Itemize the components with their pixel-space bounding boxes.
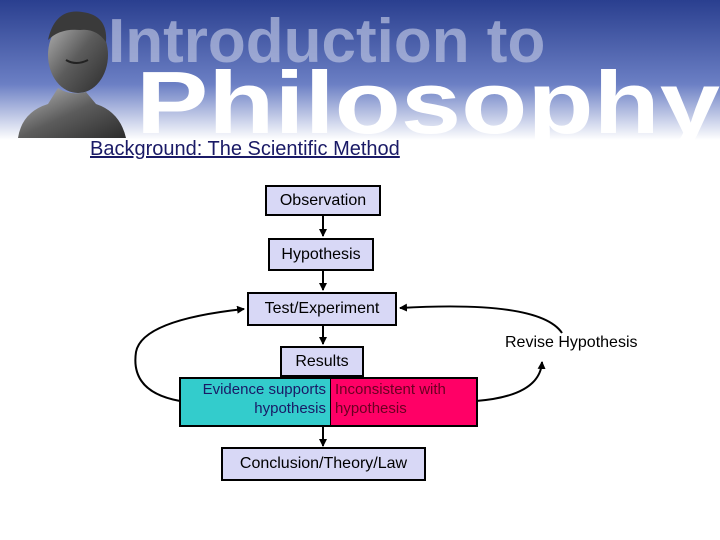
loop-arrow-supports-to-test xyxy=(134,305,245,402)
node-test-experiment: Test/Experiment xyxy=(247,292,397,326)
node-results: Results xyxy=(280,346,364,377)
inconsistent-line1: Inconsistent with xyxy=(335,381,446,398)
banner-line2: Philosophy xyxy=(136,53,720,140)
node-observation: Observation xyxy=(265,185,381,216)
node-conclusion: Conclusion/Theory/Law xyxy=(221,447,426,481)
slide-title: Background: The Scientific Method xyxy=(90,138,400,160)
inconsistent-cell: Inconsistent with hypothesis xyxy=(331,379,476,425)
node-hypothesis: Hypothesis xyxy=(268,238,374,271)
banner: Introduction to Philosophy xyxy=(0,0,720,140)
loop-arrow-inconsistent-to-revise xyxy=(475,361,546,402)
evidence-supports-line1: Evidence supports xyxy=(202,381,326,398)
banner-line1: Introduction to xyxy=(108,7,545,76)
evidence-supports-cell: Evidence supports hypothesis xyxy=(181,379,331,425)
inconsistent-line2: hypothesis xyxy=(335,400,407,417)
evidence-supports-line2: hypothesis xyxy=(254,400,326,417)
philosopher-bust-image xyxy=(18,11,126,138)
loop-arrow-revise-to-test xyxy=(399,303,563,334)
revise-hypothesis-label: Revise Hypothesis xyxy=(505,334,638,351)
node-evidence-split: Evidence supports hypothesis Inconsisten… xyxy=(179,377,478,427)
